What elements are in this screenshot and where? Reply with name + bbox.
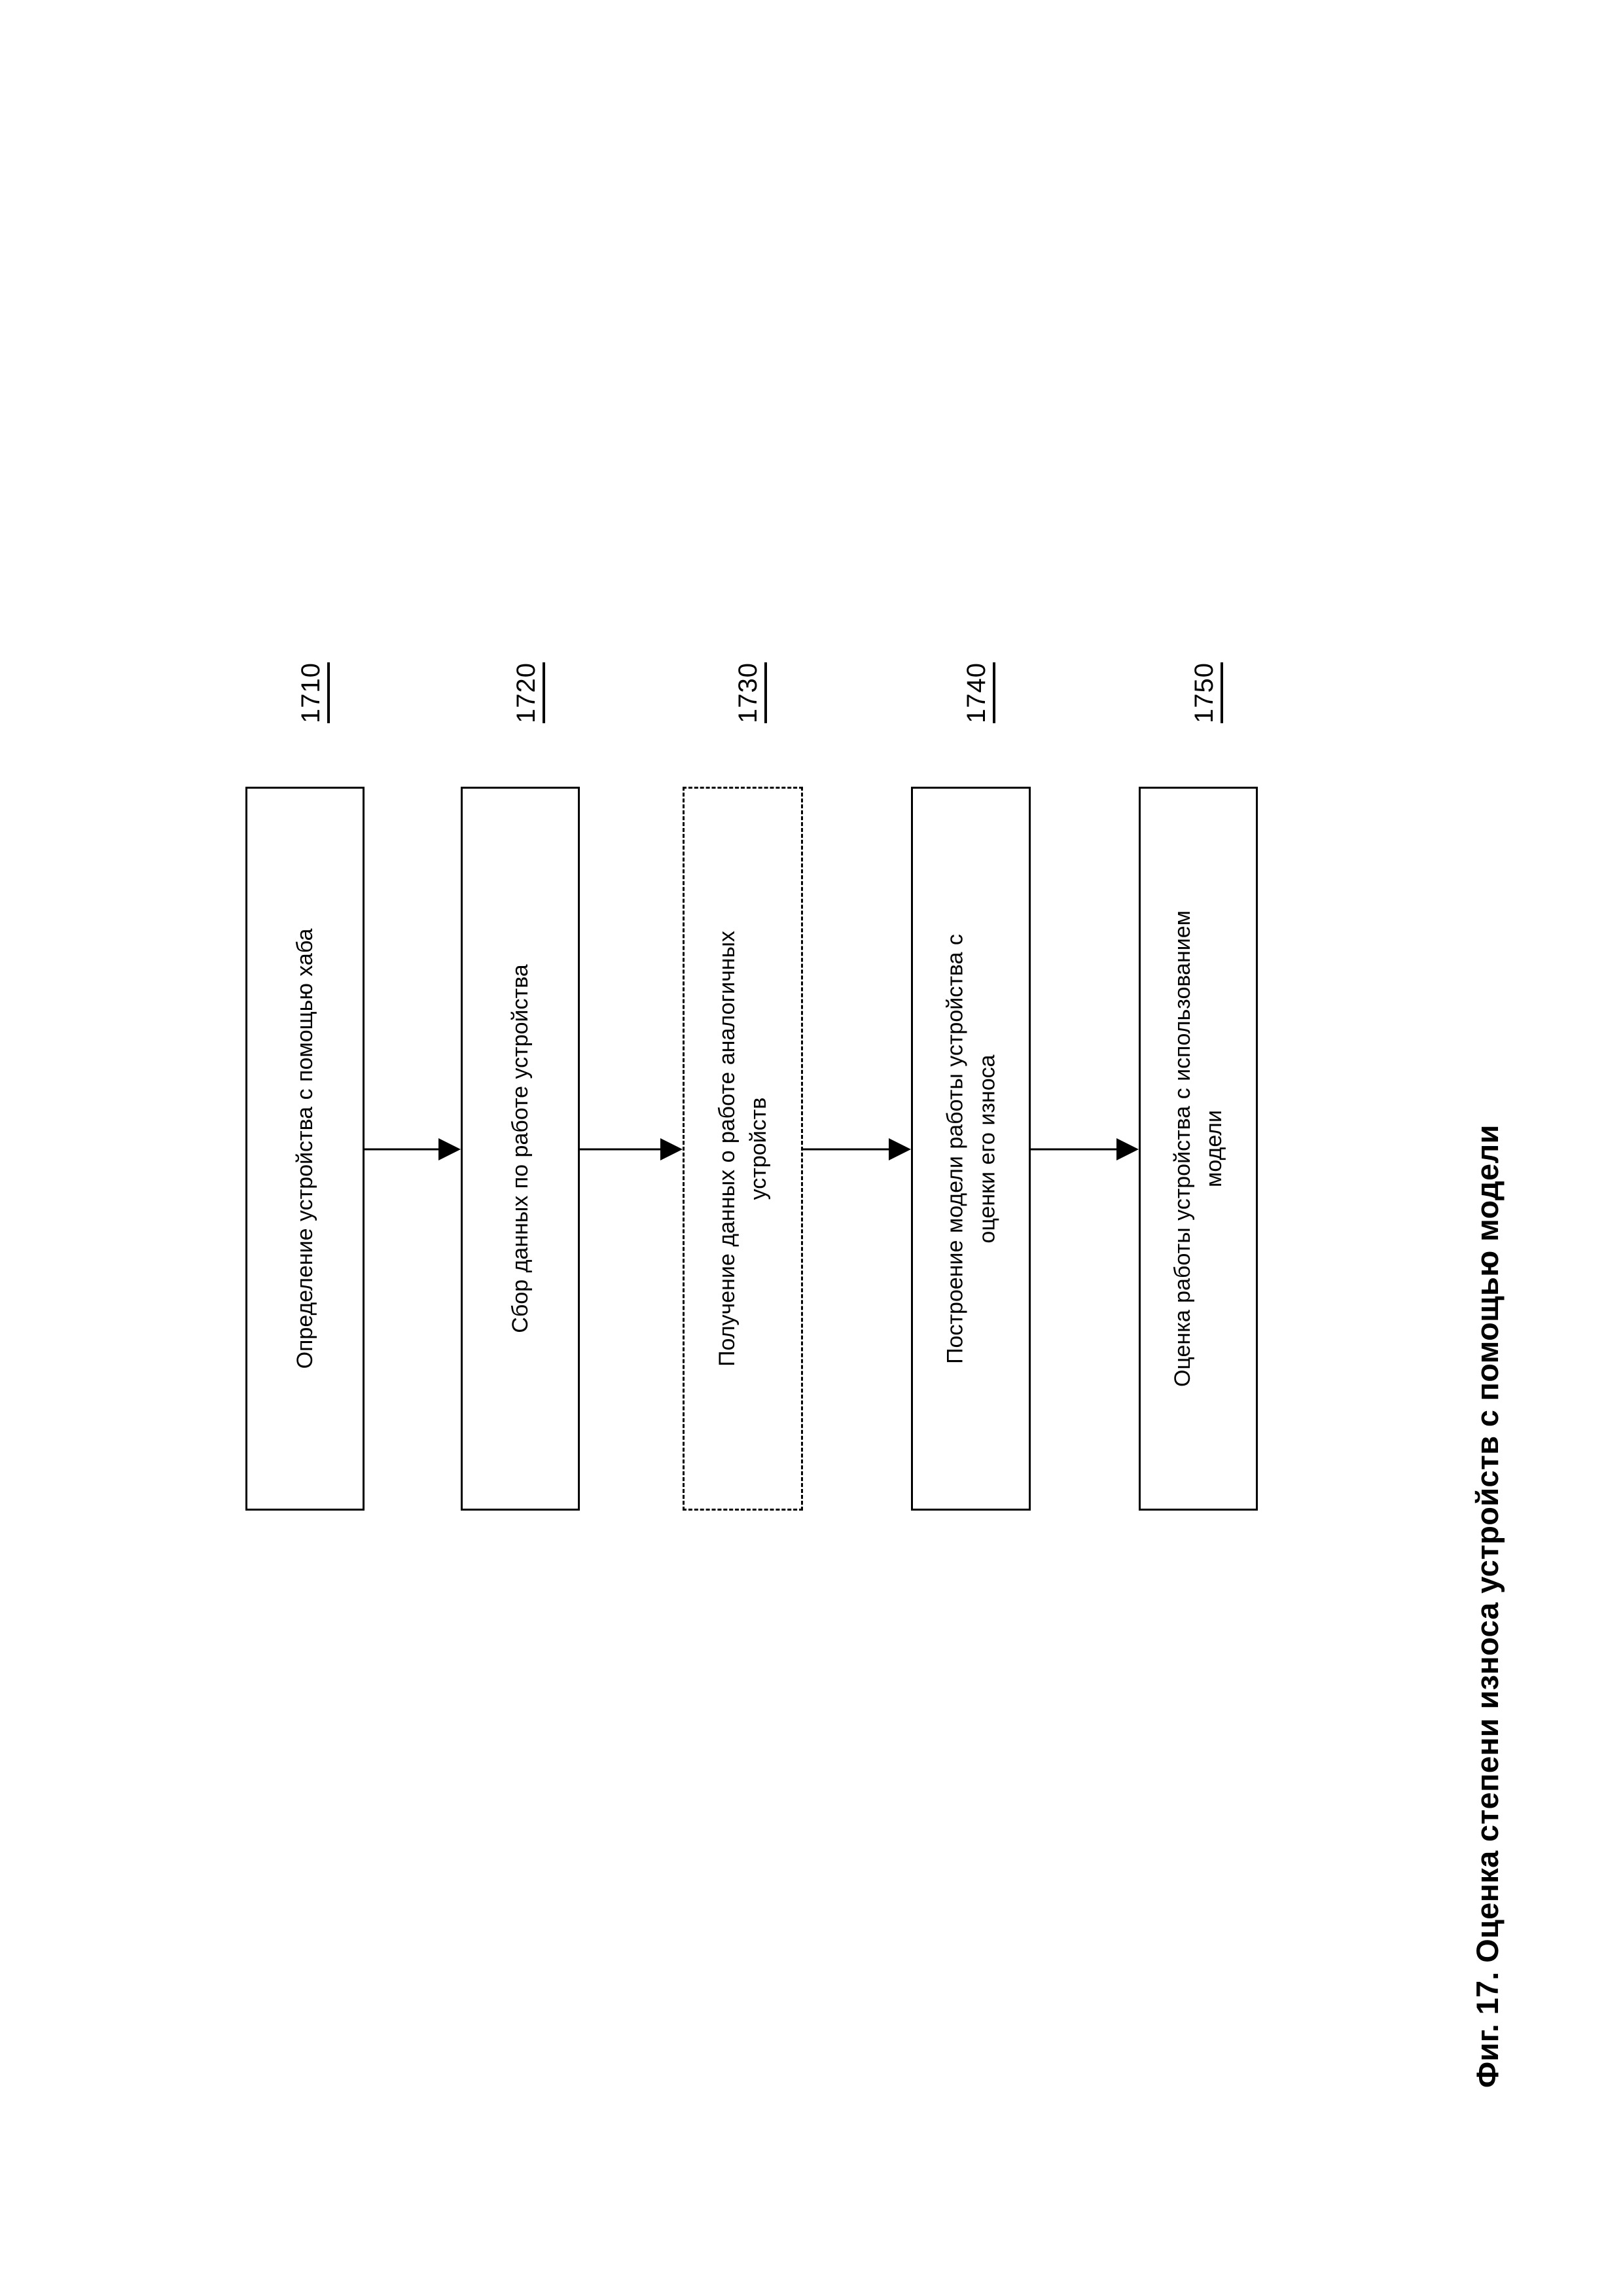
arrow-head-icon <box>1116 1138 1139 1160</box>
process-label-1720: Сбор данных по работе устройства <box>507 964 533 1333</box>
process-box-1750: Оценка работы устройства с использование… <box>1139 787 1258 1511</box>
process-label-wrap-1710: Определение устройства с помощью хаба <box>245 815 365 1482</box>
arrow-head-icon <box>660 1138 683 1160</box>
process-label-1750: Оценка работы устройства с использование… <box>1169 910 1226 1388</box>
ref-numeral-1720: 1720 <box>512 662 545 723</box>
figure-caption: Фиг. 17. Оценка степени износа устройств… <box>1470 1124 1505 2088</box>
process-label-1730: Получение данных о работе аналогичных ус… <box>714 931 771 1367</box>
arrow-shaft <box>365 1148 438 1151</box>
ref-numeral-1740: 1740 <box>962 662 995 723</box>
ref-numeral-1750: 1750 <box>1190 662 1223 723</box>
process-box-1710: Определение устройства с помощью хаба <box>245 787 365 1511</box>
process-label-1740: Построение модели работы устройства с оц… <box>942 933 999 1364</box>
arrow-shaft <box>803 1148 889 1151</box>
process-label-wrap-1720: Сбор данных по работе устройства <box>461 815 580 1482</box>
arrow-head-icon <box>438 1138 461 1160</box>
process-label-wrap-1740: Построение модели работы устройства с оц… <box>911 900 1031 1397</box>
process-box-1720: Сбор данных по работе устройства <box>461 787 580 1511</box>
ref-numeral-1710: 1710 <box>296 662 330 723</box>
ref-numeral-1730: 1730 <box>734 662 767 723</box>
process-label-wrap-1750: Оценка работы устройства с использование… <box>1139 887 1258 1410</box>
process-label-wrap-1730: Получение данных о работе аналогичных ус… <box>683 920 803 1378</box>
process-box-1740: Построение модели работы устройства с оц… <box>911 787 1031 1511</box>
process-box-1730: Получение данных о работе аналогичных ус… <box>683 787 803 1511</box>
process-label-1710: Определение устройства с помощью хаба <box>292 928 317 1369</box>
arrow-head-icon <box>889 1138 911 1160</box>
arrow-shaft <box>580 1148 660 1151</box>
arrow-shaft <box>1031 1148 1116 1151</box>
